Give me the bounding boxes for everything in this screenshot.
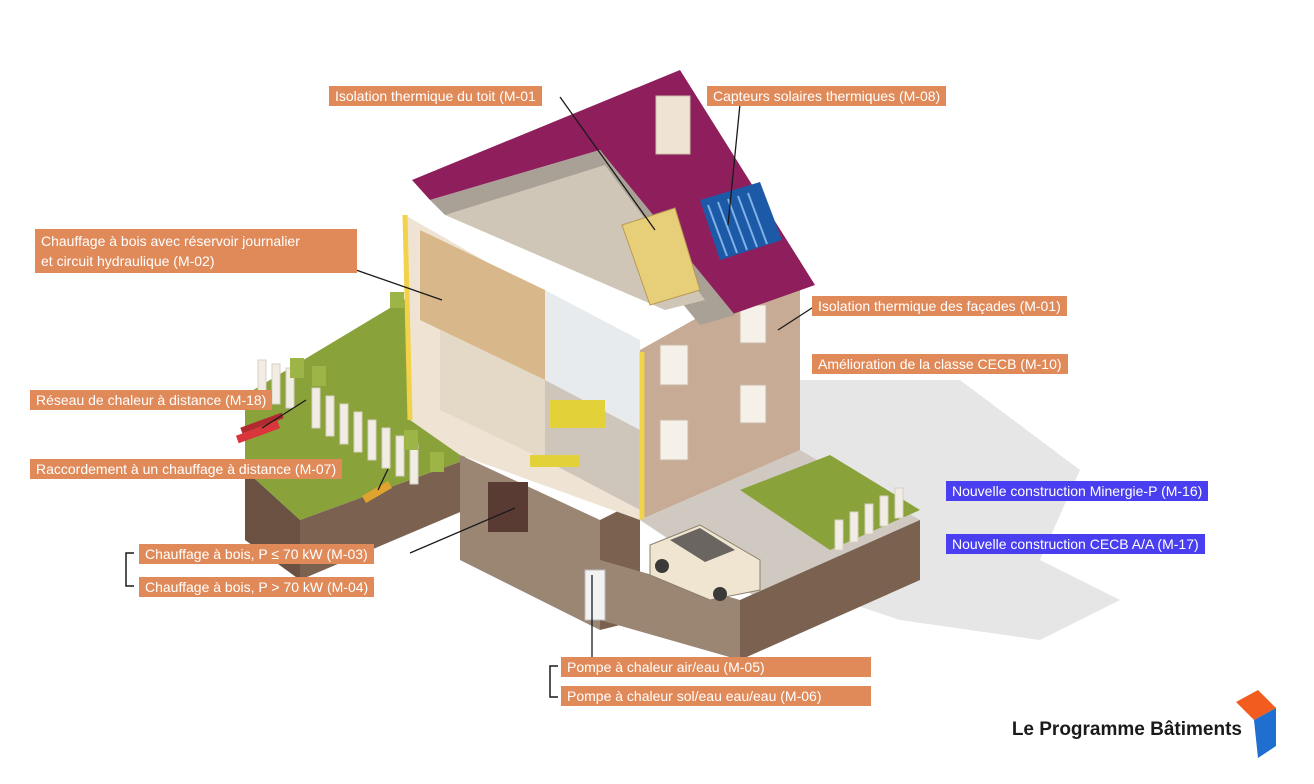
- label-minergie-p: Nouvelle construction Minergie-P (M-16): [946, 481, 1209, 501]
- label-cecb-aa: Nouvelle construction CECB A/A (M-17): [946, 534, 1205, 554]
- brand-name: Le Programme Bâtiments: [1011, 719, 1242, 740]
- label-roof-insulation: Isolation thermique du toit (M-01: [329, 86, 542, 106]
- heat-pump-unit: [584, 569, 606, 621]
- label-wood-heating-tank: Chauffage à bois avec réservoir journali…: [35, 229, 357, 273]
- leader-lines: [261, 96, 816, 665]
- label-district-heating-network: Réseau de chaleur à distance (M-18): [30, 390, 273, 410]
- label-wood-heating-tank-line1: Chauffage à bois avec réservoir journali…: [41, 233, 300, 249]
- label-cecb-improvement: Amélioration de la classe CECB (M-10): [812, 354, 1068, 374]
- district-heating-pipes: [235, 412, 392, 503]
- label-district-heating-connection: Raccordement à un chauffage à distance (…: [30, 459, 343, 479]
- label-wood-heating-tank-line2: et circuit hydraulique (M-02): [41, 253, 215, 269]
- bracket-marks: [125, 552, 558, 698]
- label-wood-heating-small: Chauffage à bois, P ≤ 70 kW (M-03): [139, 544, 374, 564]
- brand-logo-icon: [1236, 690, 1276, 758]
- label-facade-insulation: Isolation thermique des façades (M-01): [812, 296, 1067, 316]
- car: [649, 524, 761, 601]
- label-solar-collectors: Capteurs solaires thermiques (M-08): [707, 86, 947, 106]
- label-heat-pump-ground: Pompe à chaleur sol/eau eau/eau (M-06): [561, 686, 871, 706]
- roof: [412, 70, 815, 325]
- label-wood-heating-large: Chauffage à bois, P > 70 kW (M-04): [139, 577, 375, 597]
- house-walls: [402, 214, 800, 520]
- label-heat-pump-air: Pompe à chaleur air/eau (M-05): [561, 657, 871, 677]
